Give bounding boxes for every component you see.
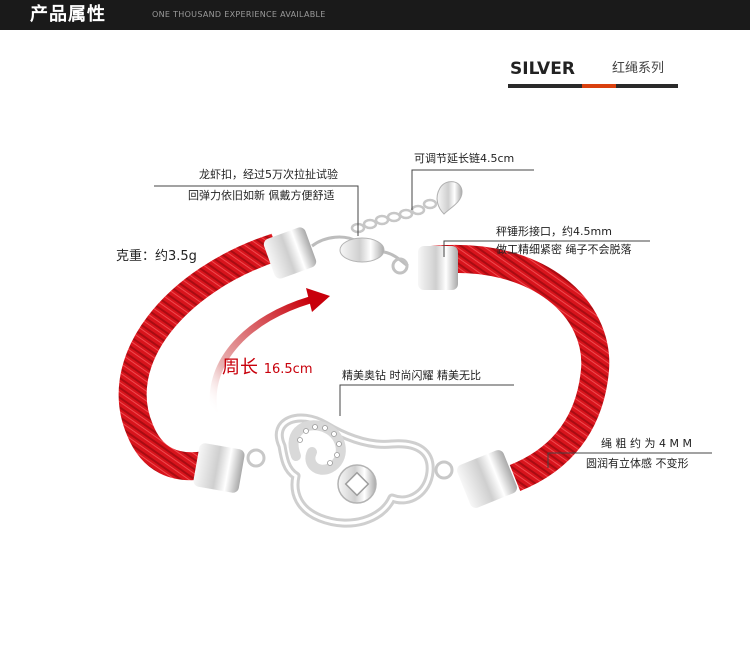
joint-label-line1: 秤锤形接口，约4.5mm	[496, 225, 612, 238]
end-cap-bottom-right	[457, 450, 517, 508]
chain-heart-charm	[436, 181, 463, 215]
goat-pendant	[246, 413, 454, 528]
end-cap-top-right	[418, 246, 458, 290]
rope-left	[118, 233, 281, 481]
clasp-label-line2: 回弹力依旧如新 佩戴方便舒适	[188, 189, 335, 202]
circumference-arrow	[209, 296, 314, 416]
header-bar: 产品属性 ONE THOUSAND EXPERIENCE AVAILABLE	[0, 0, 750, 30]
extension-label: 可调节延长链4.5cm	[414, 152, 515, 165]
extension-chain	[350, 198, 438, 234]
end-cap-top-left	[263, 227, 317, 279]
circumference-value: 16.5cm	[263, 362, 313, 377]
weight-label: 克重：约3.5g	[116, 249, 197, 264]
leader-lines	[154, 169, 712, 468]
header-title: 产品属性	[30, 4, 106, 25]
series-name: 红绳系列	[612, 61, 665, 76]
circumference-label: 周长 16.5cm	[222, 357, 313, 381]
circumference-text: 周长	[222, 357, 258, 378]
header-subtitle: ONE THOUSAND EXPERIENCE AVAILABLE	[152, 10, 326, 19]
end-cap-bottom-left	[193, 443, 245, 493]
circumference-arrowhead	[306, 288, 330, 312]
zircon-label: 精美奥钻 时尚闪耀 精美无比	[342, 369, 481, 382]
clasp-label-line1: 龙虾扣，经过5万次拉扯试验	[199, 168, 338, 181]
brand-underline-accent	[582, 84, 616, 88]
lobster-clasp	[311, 235, 409, 275]
brand-name: SILVER	[510, 59, 575, 79]
rope-label-line2: 圆润有立体感 不变形	[586, 457, 689, 470]
rope-label-line1: 绳 粗 约 为 4 M M	[601, 437, 692, 450]
joint-label-line2: 做工精细紧密 绳子不会脱落	[496, 243, 632, 256]
zircon-stones	[297, 424, 342, 466]
